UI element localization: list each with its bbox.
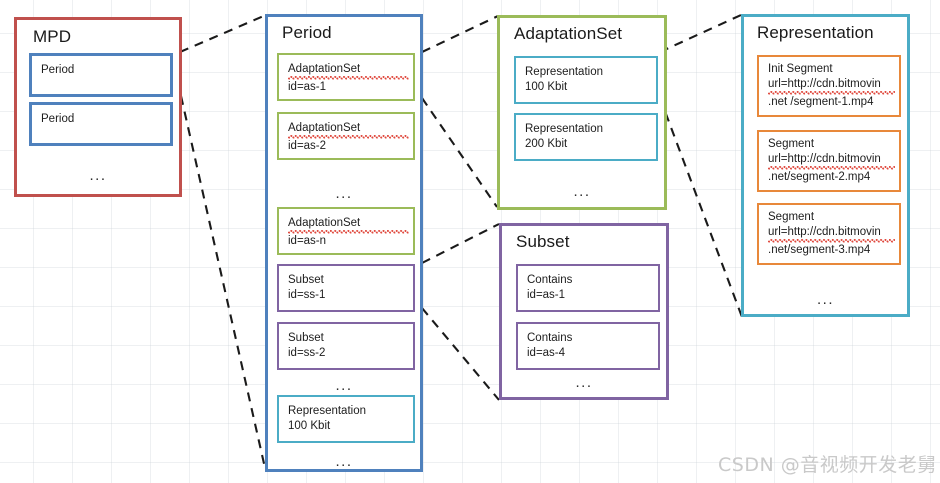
node-line2: 200 Kbit (525, 138, 568, 150)
node-adaptationset-as-2[interactable]: AdaptationSet id=as-2 (277, 112, 415, 160)
node-representation-100kbit-detail[interactable]: Representation 100 Kbit (514, 56, 658, 104)
node-line1: Representation (525, 66, 603, 78)
node-body: Representation 200 Kbit (525, 122, 652, 152)
node-line1: AdaptationSet (288, 121, 409, 139)
node-representation-200kbit-detail[interactable]: Representation 200 Kbit (514, 113, 658, 161)
node-mpd-period-2[interactable]: Period (29, 102, 173, 146)
panel-subset[interactable]: Subset Contains id=as-1 Contains id=as-4… (499, 223, 669, 400)
panel-representation[interactable]: Representation Init Segment url=http://c… (741, 14, 910, 317)
panel-title-representation: Representation (757, 23, 874, 42)
node-body: AdaptationSet id=as-2 (288, 121, 409, 154)
node-line1: Subset (288, 332, 324, 344)
node-body: Period (41, 112, 166, 127)
node-line3: .net /segment-1.mp4 (768, 96, 874, 108)
node-line2: 100 Kbit (525, 81, 568, 93)
panel-adaptationset[interactable]: AdaptationSet Representation 100 Kbit Re… (497, 15, 667, 210)
node-line1: Representation (288, 405, 366, 417)
node-body: Representation 100 Kbit (525, 65, 652, 95)
node-line1: AdaptationSet (288, 62, 409, 80)
node-line1: AdaptationSet (288, 216, 409, 234)
node-body: Subset id=ss-2 (288, 331, 409, 361)
panel-title-adaptationset: AdaptationSet (514, 24, 623, 43)
node-segment-2[interactable]: Segment url=http://cdn.bitmovin .net/seg… (757, 130, 901, 192)
node-body: Segment url=http://cdn.bitmovin .net/seg… (768, 210, 895, 258)
panel-period-ellipsis: ... (335, 453, 353, 470)
node-line1: Subset (288, 274, 324, 286)
connector-mpd-to-period-top (179, 14, 267, 53)
panel-subset-ellipsis: ... (575, 374, 593, 391)
node-line2: id=as-1 (288, 81, 327, 93)
period-subset-gap-ellipsis: ... (335, 377, 353, 394)
node-line1: Period (41, 113, 75, 125)
node-line2: id=as-4 (527, 347, 566, 359)
panel-representation-ellipsis: ... (816, 291, 834, 308)
node-body: Contains id=as-4 (527, 331, 654, 361)
node-line1: Segment (768, 211, 815, 223)
panel-period[interactable]: Period AdaptationSet id=as-1 AdaptationS… (265, 14, 423, 472)
panel-adaptationset-ellipsis: ... (573, 183, 591, 200)
node-contains-as-1[interactable]: Contains id=as-1 (516, 264, 660, 312)
node-line2: url=http://cdn.bitmovin (768, 225, 895, 243)
connector-period-to-adaptationset-top (421, 15, 499, 53)
node-segment-3[interactable]: Segment url=http://cdn.bitmovin .net/seg… (757, 203, 901, 265)
period-adaptationset-gap-ellipsis: ... (335, 185, 353, 202)
node-line2: id=ss-2 (288, 347, 326, 359)
node-init-segment[interactable]: Init Segment url=http://cdn.bitmovin .ne… (757, 55, 901, 117)
node-line2: id=as-2 (288, 140, 327, 152)
node-representation-100kbit[interactable]: Representation 100 Kbit (277, 395, 415, 443)
node-line2: url=http://cdn.bitmovin (768, 77, 895, 95)
node-line1: Representation (525, 123, 603, 135)
node-contains-as-4[interactable]: Contains id=as-4 (516, 322, 660, 370)
connector-mpd-to-period-bottom (179, 95, 267, 469)
node-line2: id=ss-1 (288, 289, 326, 301)
node-body: Period (41, 63, 166, 78)
node-body: AdaptationSet id=as-1 (288, 62, 409, 95)
connector-adaptationset-to-rep-top (659, 14, 742, 53)
panel-title-subset: Subset (516, 232, 570, 251)
node-line1: Init Segment (768, 63, 833, 75)
node-body: Init Segment url=http://cdn.bitmovin .ne… (768, 62, 895, 110)
node-body: Segment url=http://cdn.bitmovin .net/seg… (768, 137, 895, 185)
node-body: AdaptationSet id=as-n (288, 216, 409, 249)
panel-title-period: Period (282, 23, 332, 42)
panel-mpd[interactable]: MPD Period Period ... (14, 17, 182, 197)
connector-adaptationset-to-rep-bottom (659, 97, 743, 318)
node-line2: 100 Kbit (288, 420, 331, 432)
connector-period-to-adaptationset-bot (421, 97, 498, 208)
node-subset-ss-2[interactable]: Subset id=ss-2 (277, 322, 415, 370)
node-body: Subset id=ss-1 (288, 273, 409, 303)
node-line2: url=http://cdn.bitmovin (768, 152, 895, 170)
node-line1: Contains (527, 332, 573, 344)
node-adaptationset-as-1[interactable]: AdaptationSet id=as-1 (277, 53, 415, 101)
connector-period-to-subset-bottom (421, 307, 500, 401)
node-adaptationset-as-n[interactable]: AdaptationSet id=as-n (277, 207, 415, 255)
node-line3: .net/segment-3.mp4 (768, 244, 871, 256)
node-subset-ss-1[interactable]: Subset id=ss-1 (277, 264, 415, 312)
node-body: Representation 100 Kbit (288, 404, 409, 434)
csdn-watermark: CSDN @音视频开发老舅 (718, 454, 937, 476)
node-line3: .net/segment-2.mp4 (768, 171, 871, 183)
node-mpd-period-1[interactable]: Period (29, 53, 173, 97)
node-line2: id=as-1 (527, 289, 566, 301)
node-body: Contains id=as-1 (527, 273, 654, 303)
panel-title-mpd: MPD (33, 27, 72, 46)
node-line2: id=as-n (288, 235, 327, 247)
node-line1: Contains (527, 274, 573, 286)
connector-period-to-subset-top (421, 223, 500, 264)
node-line1: Segment (768, 138, 815, 150)
node-line1: Period (41, 64, 75, 76)
panel-mpd-ellipsis: ... (89, 167, 107, 184)
